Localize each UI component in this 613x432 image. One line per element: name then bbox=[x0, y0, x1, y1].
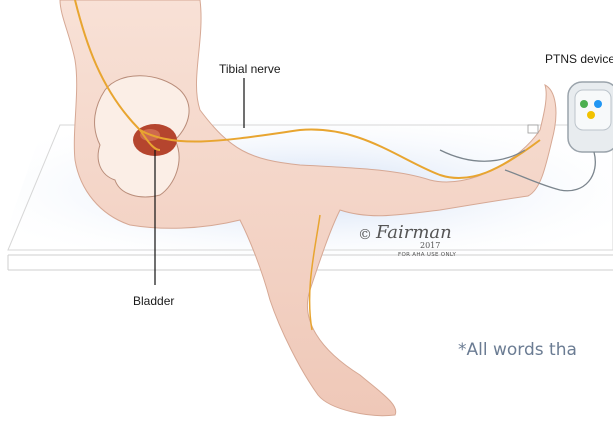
copyright-symbol: © bbox=[358, 227, 372, 243]
usage-note: FOR AHA USE ONLY bbox=[398, 252, 456, 258]
footnote-caption: *All words tha bbox=[458, 340, 577, 360]
label-ptns-device: PTNS device bbox=[545, 52, 613, 66]
label-tibial-nerve: Tibial nerve bbox=[219, 62, 281, 76]
label-bladder: Bladder bbox=[133, 294, 174, 308]
artist-signature: Fairman bbox=[376, 222, 452, 243]
signature-year: 2017 bbox=[420, 241, 440, 250]
